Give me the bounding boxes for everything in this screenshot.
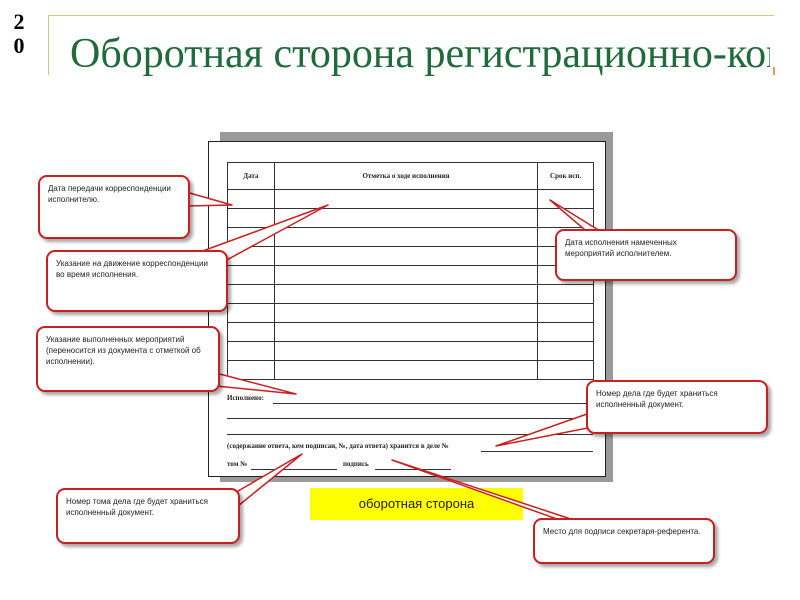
volume-label: том № [227,460,248,468]
form-table-row [227,360,594,380]
pointer-transfer-date [185,191,233,207]
form-table-body [227,189,594,380]
callout-signature-place: Место для подписи секретаря-референта. [533,518,715,564]
volume-line [251,469,337,470]
callout-execution-date: Дата исполнения намеченных мероприятий и… [555,229,737,281]
form-table-row [227,189,594,209]
form-table-cell [273,360,539,380]
answer-case-label: (содержание ответа, кем подписан, №, дат… [227,442,449,450]
form-back-side: Дата Отметка о ходе исполнения Срок исп.… [208,141,606,477]
callout-completed: Указание выполненных мероприятий (перено… [36,326,220,392]
slide-title: Оборотная сторона регистрационно-контрол… [70,31,770,77]
slide-number: 2 0 [8,10,30,58]
signature-line [375,469,451,470]
slide-number-digit: 0 [13,33,25,58]
column-deadline: Срок исп. [537,162,594,190]
case-number-line [481,451,593,452]
slide-number-digit: 2 [13,9,25,34]
form-table: Дата Отметка о ходе исполнения Срок исп. [227,162,594,380]
form-table-cell [537,360,594,380]
title-frame-top [48,15,774,16]
callout-movement: Указание на движение корреспонденции во … [46,250,228,312]
callout-case-number: Номер дела где будет храниться исполненн… [586,380,768,434]
form-table-row [227,284,594,304]
signature-label: подпись [343,460,369,468]
form-line [227,418,593,419]
form-line [227,434,593,435]
executed-label: Исполнено: [227,394,264,402]
title-area: Оборотная сторона регистрационно-контрол… [70,30,770,118]
title-frame-left [48,15,49,75]
executed-line [273,403,593,404]
title-frame-tick [773,67,775,75]
callout-volume-number: Номер тома дела где будет храниться испо… [56,488,240,544]
pointer-completed [211,371,297,395]
form-table-row [227,341,594,361]
callout-transfer-date: Дата передачи корреспонденции исполнител… [38,175,190,239]
